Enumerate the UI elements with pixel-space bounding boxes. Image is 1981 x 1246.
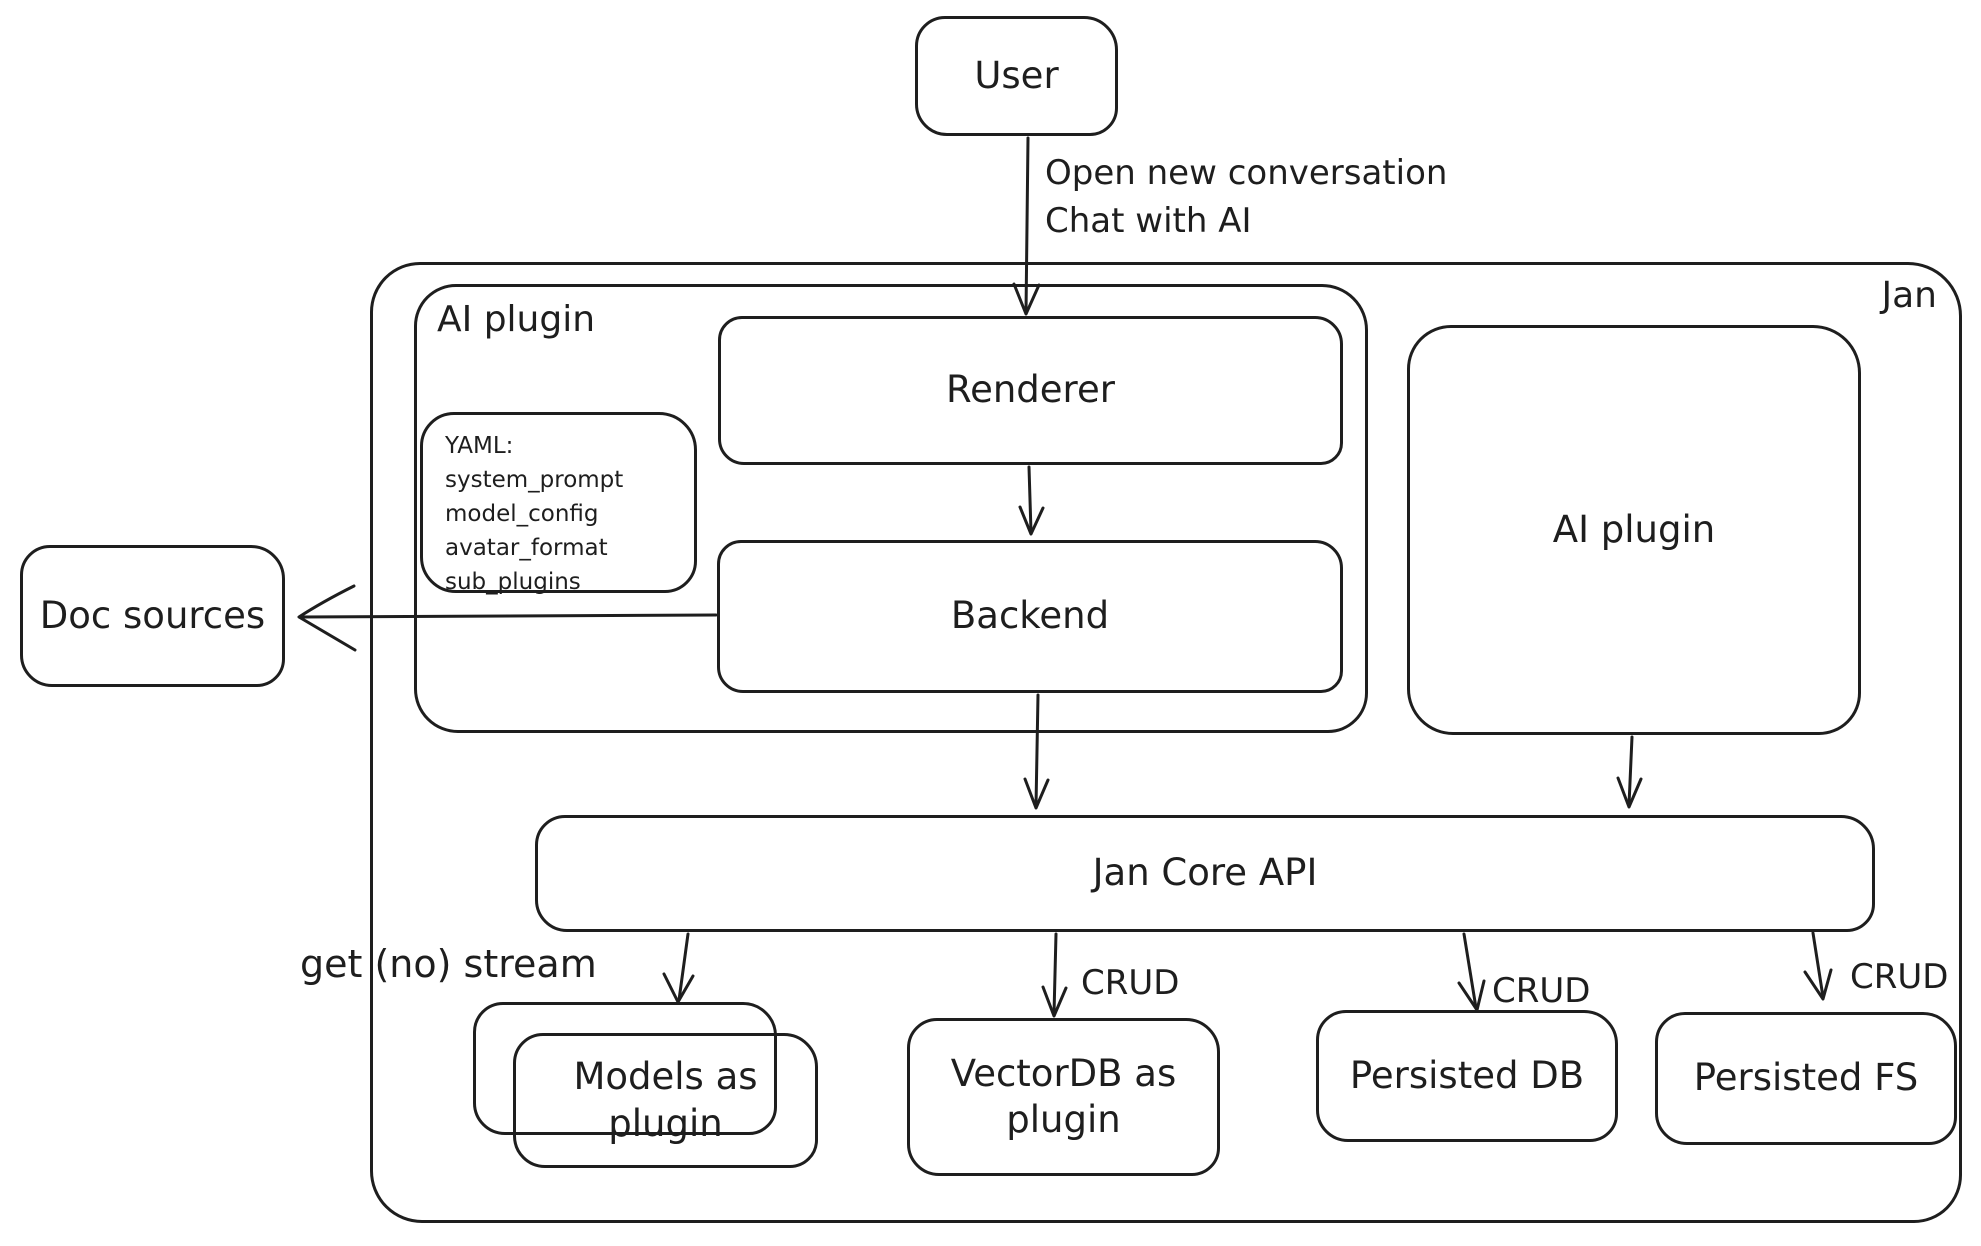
edge-label-user-to-renderer: Open new conversation Chat with AI [1045, 153, 1448, 241]
edge-label-crud-persisted-db: CRUD [1492, 971, 1591, 1011]
node-ai-plugin-right: AI plugin [1407, 325, 1861, 735]
node-persisted-db-label: Persisted DB [1349, 1053, 1585, 1097]
edge-label-crud-vectordb: CRUD [1081, 963, 1180, 1003]
node-renderer: Renderer [718, 316, 1343, 465]
node-jan-core-api-label: Jan Core API [1092, 851, 1318, 895]
node-models-as-plugin-back [473, 1002, 777, 1135]
jan-container: Jan [370, 262, 1962, 1223]
node-persisted-fs-label: Persisted FS [1693, 1056, 1919, 1100]
yaml-note-line: YAML: [445, 433, 514, 459]
edge-label-crud-persisted-fs: CRUD [1850, 957, 1949, 997]
node-jan-core-api: Jan Core API [535, 815, 1875, 932]
edge-label-get-no-stream: get (no) stream [300, 942, 597, 986]
node-user-label: User [974, 53, 1059, 97]
node-user: User [915, 16, 1118, 136]
yaml-note-line: sub_plugins [445, 569, 581, 596]
node-renderer-label: Renderer [946, 368, 1115, 412]
node-doc-sources-label: Doc sources [39, 593, 266, 637]
node-doc-sources: Doc sources [20, 545, 285, 687]
node-persisted-fs: Persisted FS [1655, 1012, 1957, 1145]
ai-plugin-left-label: AI plugin [437, 299, 596, 340]
yaml-note-line: system_prompt [445, 467, 624, 494]
ai-plugin-left-container: AI plugin [414, 284, 1368, 733]
yaml-note-line: model_config [445, 501, 599, 528]
node-persisted-db: Persisted DB [1316, 1010, 1618, 1142]
yaml-note-line: avatar_format [445, 535, 608, 562]
jan-container-label: Jan [1881, 275, 1938, 316]
yaml-note: YAML: system_prompt model_config avatar_… [420, 412, 697, 595]
node-backend-label: Backend [950, 594, 1110, 638]
node-ai-plugin-right-label: AI plugin [1552, 507, 1716, 551]
node-backend: Backend [717, 540, 1343, 693]
